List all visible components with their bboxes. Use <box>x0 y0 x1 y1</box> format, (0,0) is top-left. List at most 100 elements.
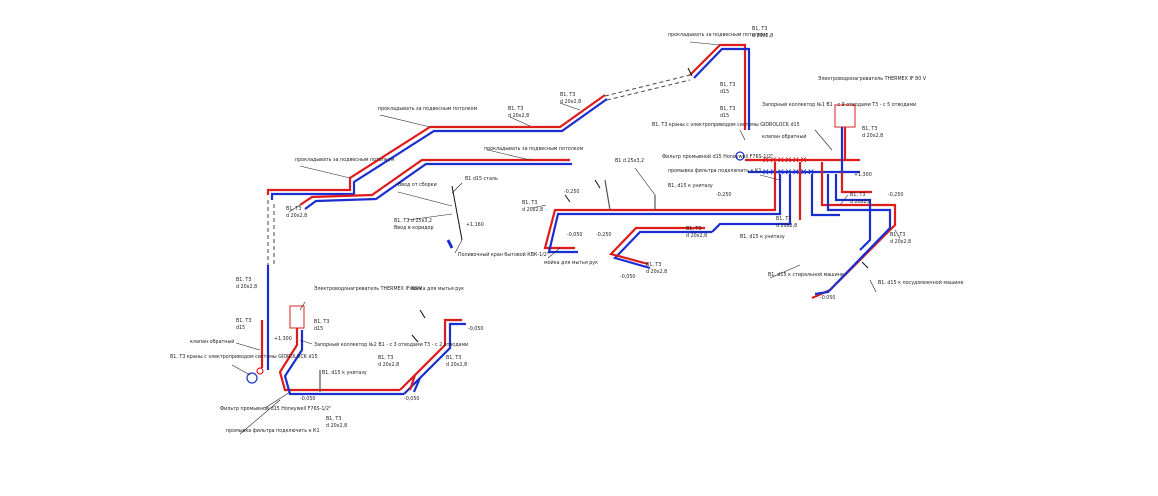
c2-hot-run <box>399 318 462 391</box>
label-d20-c: d 20x2,8 <box>286 213 307 219</box>
label-minus050: -0,050 <box>567 232 582 238</box>
cold-upper-riser <box>693 47 751 130</box>
label-b1t3-f: В1, Т3 <box>646 262 661 268</box>
label-d20-left: d 20x2,8 <box>236 284 257 290</box>
c2-cold-main <box>283 330 404 396</box>
check-valve-icon <box>256 367 264 375</box>
label-b1t3-p: В1, Т3 <box>326 416 341 422</box>
label-klapan-top: клапан обратный <box>762 133 806 140</box>
label-moika-r: мойка для мытья рук <box>544 259 598 266</box>
label-zap-top: прокладывать за подвесным потолком <box>668 33 768 38</box>
label-b1t3-o: В1, Т3 <box>236 318 251 324</box>
label-b1t3-i: В1, Т3 <box>850 192 865 198</box>
label-zap-left: прокладывать за подвесным потолком <box>295 158 395 163</box>
heater-top-tank <box>834 104 856 128</box>
label-d20-i: d 20x2,8 <box>850 199 871 205</box>
poliv-valve-line <box>451 185 463 241</box>
label-zap-center: прокладывать за подвесным потолком <box>484 147 584 152</box>
hot-upper-riser <box>689 43 747 130</box>
cold-main-upper <box>270 98 608 200</box>
label-b1-25: В1 d 25x3,2 <box>615 158 644 164</box>
label-b1t3-h: В1, Т3 <box>776 216 791 222</box>
label-d20-top: d 20x2,8 <box>752 33 773 39</box>
label-moika-r2: мойка для мытья рук <box>410 285 464 292</box>
c2-cold-spur <box>412 377 422 393</box>
label-d15-l: d15 <box>720 113 729 119</box>
label-b1-15-unit3: В1, d15 к унитазу <box>322 370 367 376</box>
label-d20-j: d 20x2,8 <box>890 239 911 245</box>
svg-text:✕✕✕✕✕✕✕: ✕✕✕✕✕✕✕ <box>762 168 815 178</box>
label-d15-n: d15 <box>314 326 323 332</box>
label-plus300: +1,300 <box>854 172 872 178</box>
label-b1t3-r: В1, Т3 <box>446 355 461 361</box>
label-heater-bottom: Электроводонагреватель THERMEX IF 80 V <box>314 286 423 292</box>
label-d15-o: d15 <box>236 325 245 331</box>
label-d20-e: d 20x2,8 <box>522 207 543 213</box>
cold-mid-route <box>304 162 572 210</box>
fixtures <box>411 67 869 343</box>
label-kollektor1: Запорный коллектор №1 В1 - с 9 отводами … <box>762 101 916 108</box>
label-b1t3-e: В1, Т3 <box>522 200 537 206</box>
c1-cold-branch-2 <box>711 174 792 233</box>
hot-lower-branch <box>608 226 705 266</box>
label-klapan-bottom: клапан обратный <box>190 338 234 345</box>
label-b1-15-stir: В1, d15 к стиральной машине <box>768 271 844 278</box>
label-b1t3-25: В1, Т3 d 25x3,2 <box>394 218 432 224</box>
faucet-1 <box>594 179 601 189</box>
label-d20-g: d 20x2,8 <box>686 233 707 239</box>
label-b1t3-k: В1, Т3 <box>720 82 735 88</box>
label-minus050-d: -0,050 <box>404 396 419 402</box>
faucet-3 <box>411 334 419 343</box>
label-b1t3-j: В1, Т3 <box>890 232 905 238</box>
label-b1t3-top: В1, Т3 <box>752 26 767 32</box>
dashed-connector-2 <box>606 79 691 101</box>
gidrolock-valve-icon <box>246 372 258 384</box>
label-d20-p: d 20x2,8 <box>326 423 347 429</box>
label-poliv: Поливочный кран бытовой КВК-1/2" <box>458 251 549 258</box>
label-d20-f: d 20x2,8 <box>646 269 667 275</box>
c2-cold-run <box>403 322 466 395</box>
label-b1t3-n: В1, Т3 <box>314 319 329 325</box>
cold-lower-branch <box>612 230 712 270</box>
label-heater-top: Электроводонагреватель THERMEX IF 80 V <box>818 76 927 82</box>
label-b1t3-a: В1, Т3 <box>560 92 575 98</box>
label-d20-r: d 20x2,8 <box>446 362 467 368</box>
label-plus160: +1,160 <box>466 222 484 228</box>
c1-cold-branch-5 <box>834 174 872 251</box>
label-b1-steel: В1 d15 сталь <box>465 176 498 182</box>
label-minus250-c: -0,250 <box>716 192 731 198</box>
collector-1: ✕✕✕✕✕✕ ✕✕✕✕✕✕✕ <box>543 104 897 300</box>
label-zap-mid: прокладывать за подвесным потолком <box>378 107 478 112</box>
label-b1t3-l: В1, Т3 <box>720 106 735 112</box>
label-b1t3-b: В1, Т3 <box>508 106 523 112</box>
label-kollektor2: Запорный коллектор №2 В1 - с 3 отводами … <box>314 341 468 348</box>
label-b1-15-unit: В1, d15 к унитазу <box>668 183 713 189</box>
annotations: прокладывать за подвесным потолком В1, Т… <box>170 26 964 434</box>
label-d20-m: d 20x2,8 <box>862 133 883 139</box>
label-filtr-r: Фильтр промывной d15 Honeywell F76S-1/2" <box>662 153 773 160</box>
label-d20-a: d 20x2,8 <box>560 99 581 105</box>
c1-cold-branch-3 <box>810 174 840 217</box>
filter-top-icon <box>735 151 745 161</box>
stub-a <box>604 179 611 211</box>
label-minus250-d: -0,250 <box>888 192 903 198</box>
faucet-2 <box>419 309 426 319</box>
faucet-top <box>687 67 693 77</box>
label-minus250-b: -0,250 <box>596 232 611 238</box>
leader-lines <box>231 41 901 435</box>
svg-text:✕✕✕✕✕✕: ✕✕✕✕✕✕ <box>762 156 807 166</box>
c1-hot-branch-4 <box>840 172 872 194</box>
label-minus050-e: -0,050 <box>468 326 483 332</box>
label-b1-15-unit2: В1, d15 к унитазу <box>740 234 785 240</box>
left-riser <box>246 200 275 384</box>
label-krany-top: В1, Т3 краны с электроприводом системы G… <box>652 122 800 128</box>
c1-cold-branch-1 <box>592 174 782 216</box>
dashed-connector-1 <box>604 74 691 97</box>
label-b1t3-g: В1, Т3 <box>686 226 701 232</box>
label-promyvka-r: промывка фильтра подключить к К1 <box>668 168 762 174</box>
faucet-5 <box>861 261 869 269</box>
label-d20-b: d 20x2,8 <box>508 113 529 119</box>
collector-1-valves: ✕✕✕✕✕✕ ✕✕✕✕✕✕✕ <box>762 156 815 178</box>
label-krany-bottom: В1, Т3 краны с электроприводом системы G… <box>170 354 318 360</box>
c2-hot-spur <box>408 374 417 391</box>
